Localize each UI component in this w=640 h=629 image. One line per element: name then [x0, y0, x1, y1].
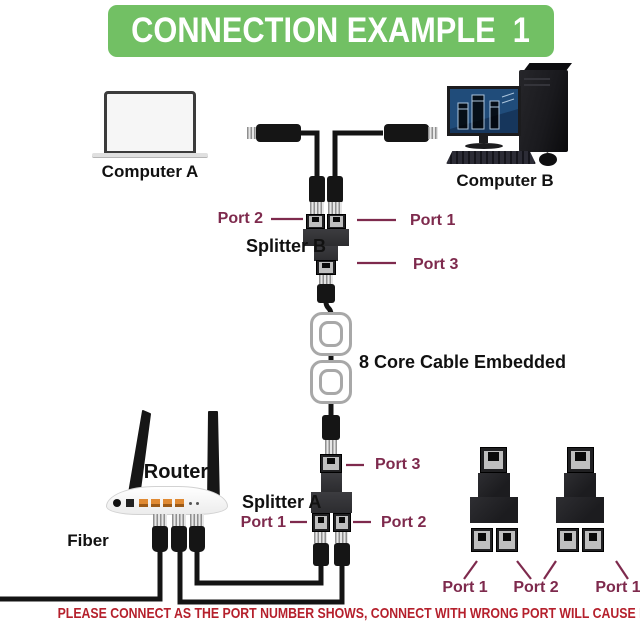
rj45-plug [152, 526, 168, 552]
adapter-port1b-label: Port 1 [595, 579, 640, 596]
rj45-port-splitterb-2 [306, 214, 325, 229]
splittera-port3-label: Port 3 [375, 456, 421, 473]
monitor-icon [447, 86, 521, 136]
cable-note-label: 8 Core Cable Embedded [359, 352, 567, 372]
router-port-lan [139, 499, 148, 507]
adapter2-body [556, 497, 604, 523]
line-adapter2-port2 [543, 560, 557, 580]
rj45-plug [171, 526, 187, 552]
adapter2-top-port [567, 447, 594, 473]
tower-icon [519, 70, 568, 152]
pin-strip [325, 440, 337, 454]
splittera-port2-label: Port 2 [381, 514, 427, 531]
splitter-a-neck [321, 473, 342, 492]
mouse-icon [539, 153, 557, 166]
rj45-port-splittera-1 [312, 513, 330, 532]
adapter1-neck [478, 473, 510, 497]
router-led [189, 502, 192, 505]
router-port-lan [151, 499, 160, 507]
splitterb-port1-label: Port 1 [410, 212, 456, 229]
rj45-port-splittera-2 [333, 513, 351, 532]
line-adapter2-port1 [615, 560, 629, 580]
rj45-plug [317, 284, 335, 303]
keyboard-icon [446, 151, 536, 164]
rj45-plug [256, 124, 301, 142]
tower-top [522, 63, 572, 73]
line-adapter1-port1 [463, 560, 478, 580]
rj45-plug-tip [428, 127, 438, 139]
pin-strip [319, 275, 333, 284]
rj45-plug [327, 176, 343, 203]
router-label: Router [143, 461, 209, 483]
laptop-icon [104, 91, 196, 154]
monitor-screen [450, 89, 518, 133]
adapter2-port2 [557, 528, 579, 552]
router-icon [106, 486, 228, 515]
splitter-a-body [311, 492, 352, 513]
cable-coil-icon [310, 360, 352, 404]
adapter2-neck [564, 473, 596, 497]
pin-strip [335, 532, 348, 543]
adapter-port1-label: Port 1 [442, 579, 488, 596]
tower-vent [524, 84, 550, 86]
computer-b-label: Computer B [456, 171, 554, 190]
splitter-a-label: Splitter A [242, 492, 322, 512]
router-port-wan [126, 499, 134, 507]
splittera-port1-label: Port 1 [240, 514, 286, 531]
router-button [113, 499, 121, 507]
cable-router-port2 [177, 549, 345, 605]
cable-computer-a [301, 130, 320, 177]
pin-strip [310, 202, 324, 214]
splitter-b-label: Splitter B [246, 236, 327, 256]
adapter1-port2 [496, 528, 518, 552]
adapter-port2-label: Port 2 [513, 579, 559, 596]
rj45-port-splitterb-3 [316, 260, 336, 275]
rj45-port-splitterb-1 [327, 214, 346, 229]
pin-strip [190, 514, 204, 527]
rj45-plug [322, 415, 340, 440]
monitor-neck [479, 136, 488, 143]
rj45-plug-tip [247, 127, 257, 139]
router-port-lan [163, 499, 172, 507]
page-title: CONNECTION EXAMPLE 1 [131, 11, 531, 50]
cable-computer-b [332, 130, 383, 177]
rj45-plug [189, 526, 205, 552]
cable-coil-icon [310, 312, 352, 356]
rj45-plug [309, 176, 325, 203]
pin-strip [314, 532, 327, 543]
pin-strip [172, 514, 186, 527]
router-port-lan [175, 499, 184, 507]
rj45-plug [384, 124, 429, 142]
adapter2-port1 [582, 528, 604, 552]
tower-vent [524, 78, 550, 80]
cable-fiber [0, 549, 163, 602]
rj45-plug [313, 543, 329, 566]
warning-text: PLEASE CONNECT AS THE PORT NUMBER SHOWS,… [57, 605, 640, 622]
title-banner: CONNECTION EXAMPLE 1 [108, 5, 554, 57]
computer-a-label: Computer A [101, 162, 199, 181]
adapter1-top-port [480, 447, 507, 473]
splitter-b-neck [314, 246, 338, 261]
rj45-plug [334, 543, 350, 566]
line-adapter1-port2 [516, 560, 532, 580]
splitterb-port3-label: Port 3 [413, 256, 459, 273]
adapter1-body [470, 497, 518, 523]
splitter-b-body [303, 229, 349, 246]
cable-router-port1 [194, 549, 324, 586]
splitterb-port2-label: Port 2 [217, 210, 263, 227]
monitor-base [465, 143, 503, 149]
adapter1-port1 [471, 528, 493, 552]
router-led [196, 502, 199, 505]
rj45-port-splittera-3 [320, 454, 342, 473]
pin-strip [153, 514, 167, 527]
laptop-base [92, 153, 208, 158]
pin-strip [328, 202, 342, 214]
fiber-label: Fiber [67, 531, 109, 550]
pointer-lines [271, 217, 629, 580]
